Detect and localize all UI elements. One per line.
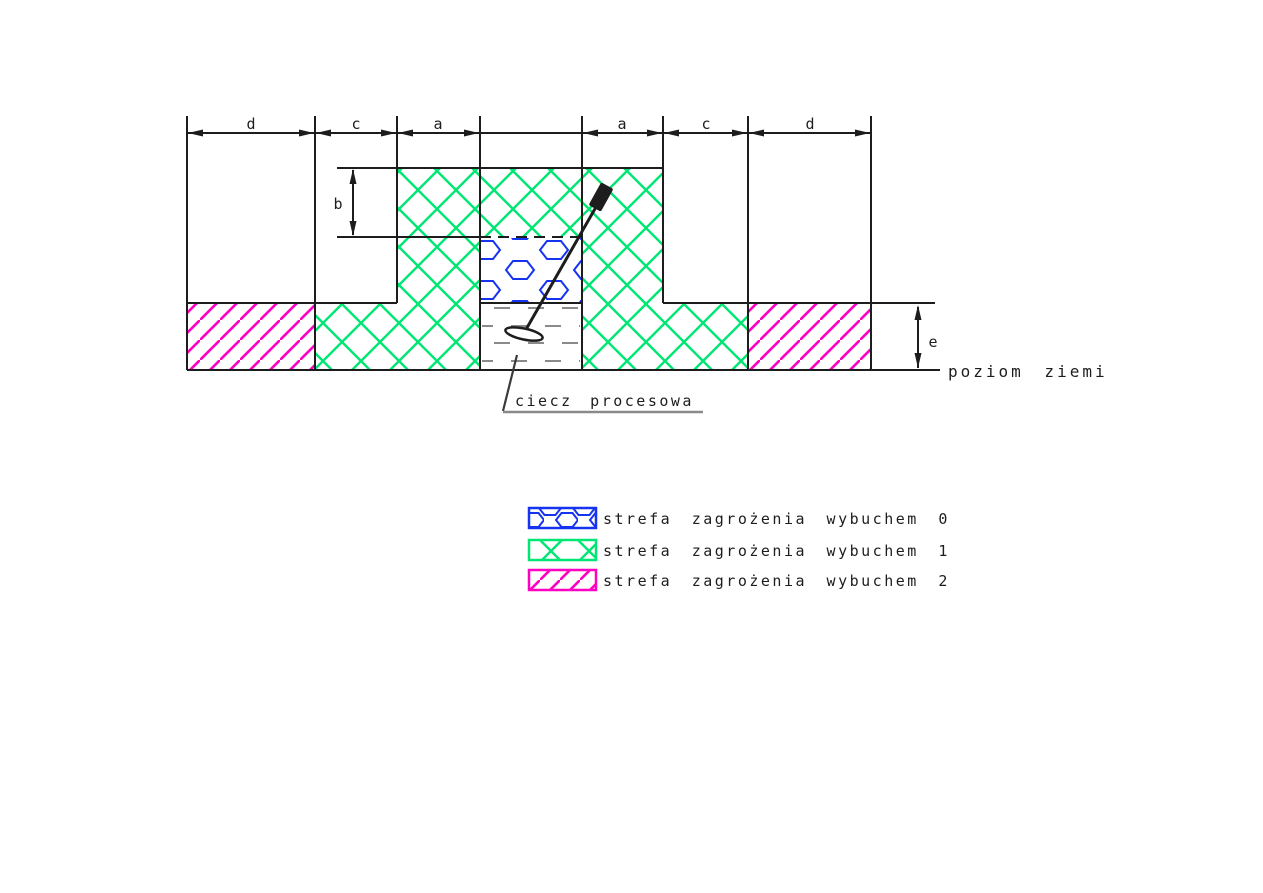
zone1-tower-right — [582, 168, 663, 303]
dim-label-b: b — [333, 195, 342, 213]
structure-lines — [186, 116, 940, 371]
legend-item-zone0: strefa zagrożenia wybuchem 0 — [527, 506, 950, 530]
dim-label-d-right: d — [805, 115, 814, 133]
process-liquid-label: ciecz procesowa — [515, 392, 694, 410]
dim-arrow — [398, 129, 413, 137]
dimension-labels: d c a a c d b e poziom ziemi — [246, 115, 1108, 381]
ground-level-label: poziom ziemi — [948, 362, 1108, 381]
dim-arrow-e-up — [914, 305, 922, 320]
dim-arrow-b-up — [349, 169, 357, 184]
dim-label-e: e — [928, 333, 937, 351]
legend-swatch-zone2 — [527, 568, 598, 592]
dim-arrow — [316, 129, 331, 137]
zone2-band-left — [187, 303, 315, 370]
dim-arrow — [647, 129, 662, 137]
dim-arrow — [664, 129, 679, 137]
dim-label-a-right: a — [617, 115, 626, 133]
legend: strefa zagrożenia wybuchem 0 strefa zagr… — [527, 506, 950, 592]
agitator-propeller — [504, 326, 544, 342]
agitator — [504, 182, 613, 342]
dim-arrow — [583, 129, 598, 137]
zone1-tower-left — [397, 168, 480, 303]
legend-label-zone0: strefa zagrożenia wybuchem 0 — [603, 510, 950, 528]
dim-arrow — [732, 129, 747, 137]
dim-arrow — [855, 129, 870, 137]
dim-arrow — [749, 129, 764, 137]
dim-arrow — [381, 129, 396, 137]
dim-label-c-left: c — [351, 115, 360, 133]
dim-label-c-right: c — [701, 115, 710, 133]
zone0-vessel-vapor-space — [481, 238, 581, 303]
dim-arrow — [464, 129, 479, 137]
dim-arrow-b-down — [349, 221, 357, 236]
dim-arrow — [299, 129, 314, 137]
dim-label-a-left: a — [433, 115, 442, 133]
zone1-band-left — [315, 303, 480, 370]
zone-fills — [187, 168, 871, 370]
legend-swatch-zone1 — [527, 538, 598, 562]
process-liquid-callout: ciecz procesowa — [501, 354, 703, 414]
legend-swatch-zone0 — [527, 506, 598, 530]
agitator-shaft — [522, 199, 602, 334]
agitator-motor — [589, 182, 613, 212]
legend-label-zone1: strefa zagrożenia wybuchem 1 — [603, 542, 950, 560]
leader-line — [501, 354, 519, 412]
legend-item-zone2: strefa zagrożenia wybuchem 2 — [527, 568, 950, 592]
dimension-arrows — [188, 129, 922, 368]
dim-label-d-left: d — [246, 115, 255, 133]
zone1-band-right — [582, 303, 748, 370]
zone2-band-right — [748, 303, 871, 370]
zone1-above-vessel — [480, 168, 582, 237]
dim-arrow-e-down — [914, 353, 922, 368]
legend-label-zone2: strefa zagrożenia wybuchem 2 — [603, 572, 950, 590]
legend-item-zone1: strefa zagrożenia wybuchem 1 — [527, 538, 950, 562]
dim-arrow — [188, 129, 203, 137]
